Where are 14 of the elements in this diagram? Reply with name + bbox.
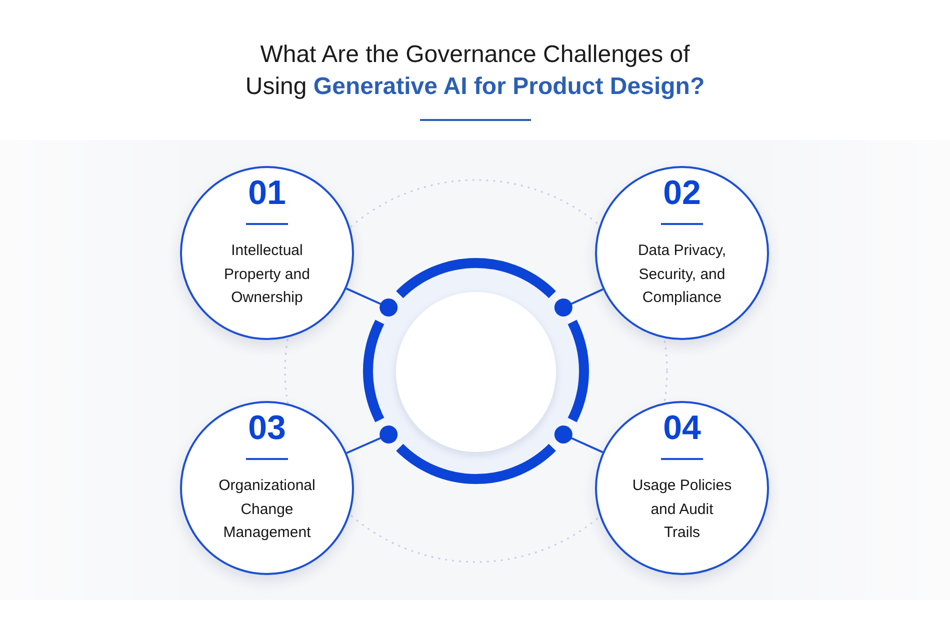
challenge-text: Organizational Change Management [218,476,316,543]
step-number: 01 [248,173,286,213]
challenge-text: Data Privacy, Security, and Compliance [636,241,728,308]
connector-line [346,426,398,454]
center-ring [363,258,589,484]
connector-line [554,426,604,454]
title: What Are the Governance Challenges of Using Generative AI for Product Design? [244,40,706,102]
step-number: 03 [248,408,286,448]
step-number: 02 [663,173,701,213]
challenge-text: Usage Policies and Audit Trails [632,476,732,543]
connector-line [346,288,398,316]
connector-line [554,288,604,316]
step-number: 04 [663,408,701,448]
challenge-text: Intellectual Property and Ownership [223,241,311,308]
